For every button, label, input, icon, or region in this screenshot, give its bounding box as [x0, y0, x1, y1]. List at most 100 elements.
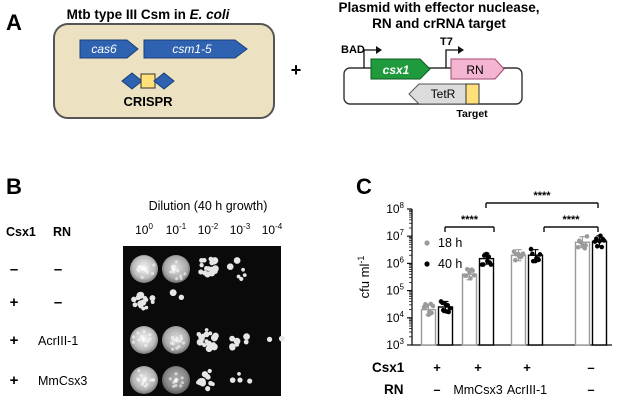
colony-spot [149, 295, 156, 301]
crrna-target-box [465, 83, 480, 105]
replicate-point [528, 246, 534, 252]
colony-spot [176, 269, 180, 273]
colony-spot [146, 339, 150, 343]
colony-spot [180, 381, 185, 385]
replicate-point [597, 239, 602, 244]
cas6-label: cas6 [91, 42, 117, 56]
colony-spot [205, 386, 211, 392]
colony-spot [140, 275, 144, 279]
bar-18h [574, 241, 591, 346]
colony-spot [137, 300, 145, 308]
replicate-point [530, 251, 535, 257]
significance-label: **** [562, 214, 580, 226]
replicate-point [594, 236, 599, 242]
replicate-point [470, 268, 475, 273]
replicate-point [440, 300, 445, 306]
replicate-point [430, 303, 436, 309]
colony-spot [137, 291, 145, 299]
bar-18h [461, 273, 478, 346]
colony-spot [137, 269, 141, 273]
row-rn-label: MmCsx3 [38, 374, 87, 388]
colony-spot [149, 378, 153, 382]
rn-gene-arrow [450, 58, 505, 80]
spot-assay-spots [130, 255, 285, 394]
colony-spot [136, 331, 140, 335]
colony-spot [196, 380, 201, 385]
colony-spot [179, 384, 183, 388]
colony-spot [144, 297, 149, 302]
plasmid-title-line1: Plasmid with effector nuclease, [338, 0, 539, 15]
legend-marker [424, 240, 430, 246]
replicate-point [577, 238, 582, 244]
y-tick-label: 107 [386, 228, 404, 243]
bar-40h [527, 254, 544, 346]
colony-spot [229, 335, 236, 342]
crispr-spacer [140, 73, 156, 89]
colony-spot [131, 340, 135, 344]
csx1-column-header: Csx1 [6, 225, 36, 239]
colony-spot [169, 289, 177, 297]
replicate-point [534, 255, 539, 261]
csm1-5-gene-arrow [143, 39, 248, 59]
crispr-locus [121, 72, 175, 90]
cas6-gene-arrow [79, 39, 139, 59]
dilution-header: 10-2 [198, 222, 219, 237]
x-category-csx1: – [587, 360, 594, 375]
colony-spot [132, 302, 138, 308]
colony-spot [150, 300, 155, 305]
colony-spot [143, 377, 147, 381]
colony-spot [210, 382, 215, 387]
rn-column-header: RN [53, 225, 71, 239]
significance-label: **** [533, 190, 551, 202]
x-category-rn: MmCsx3 [453, 383, 502, 397]
colony-spot [179, 276, 183, 281]
colony-spot [179, 274, 183, 278]
x-row-header-csx1: Csx1 [372, 360, 405, 375]
colony-spot [131, 335, 136, 339]
replicate-point [447, 305, 453, 311]
colony-spot [198, 377, 204, 383]
row-csx1-label: + [10, 332, 19, 349]
colony-spot [241, 267, 245, 272]
colony-spot [181, 341, 186, 345]
colony-spot [179, 336, 184, 341]
colony-spot [144, 305, 149, 310]
colony-spot [169, 270, 173, 274]
csm1-5-label: csm1-5 [172, 42, 212, 56]
replicate-point [598, 233, 603, 239]
bar-18h [510, 254, 527, 346]
significance-label: **** [461, 214, 479, 226]
row-rn-label: – [54, 261, 62, 278]
colony-spot [152, 263, 156, 267]
colony-spot [178, 339, 182, 343]
replicate-point [427, 309, 432, 315]
replicate-point [584, 234, 590, 239]
tetr-gene-label: TetR [431, 87, 456, 101]
replicate-point [575, 244, 581, 250]
colony-spot [174, 338, 178, 342]
colony-spot [183, 272, 187, 276]
replicate-point [594, 243, 600, 249]
replicate-point [581, 243, 586, 248]
crispr-label: CRISPR [123, 94, 173, 109]
replicate-point [513, 257, 518, 263]
colony-spot [209, 266, 216, 273]
t7-promoter-arrow [445, 46, 464, 68]
panel-c-label: C [356, 174, 372, 199]
y-tick-label: 108 [386, 201, 404, 216]
colony-spot [139, 373, 143, 378]
colony-spot [198, 269, 204, 275]
colony-spot [170, 264, 175, 268]
host-title: Mtb type III Csm in E. coli [67, 7, 230, 22]
row-csx1-label: – [10, 261, 18, 278]
colony-spot [144, 266, 148, 271]
y-axis-label: cfu ml-1 [356, 256, 372, 299]
colony-spot [243, 339, 249, 345]
colony-spot [205, 374, 211, 380]
colony-spot [171, 338, 175, 342]
target-label: Target [456, 108, 488, 120]
colony-spot [141, 306, 146, 311]
colony-spot [150, 271, 155, 276]
colony-spot [236, 274, 241, 279]
